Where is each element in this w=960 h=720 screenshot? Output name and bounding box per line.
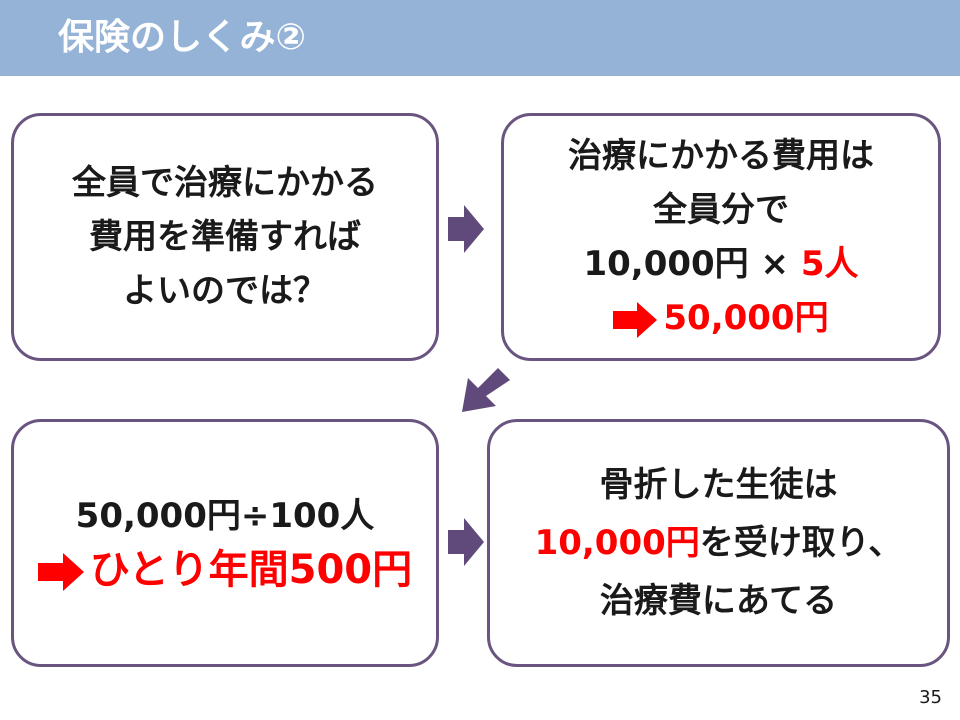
page-title: 保険のしくみ②: [58, 17, 306, 58]
box-per-person-result: ひとり年間500円: [37, 543, 413, 597]
formula-amount: 10,000円 ×: [583, 244, 801, 284]
per-person-amount: ひとり年間500円: [89, 547, 413, 593]
payout-line-2-rest: を受け取り、: [699, 523, 903, 563]
title-bar: 保険のしくみ②: [0, 0, 960, 76]
box-total-cost-line-1: 治療にかかる費用は: [568, 136, 874, 176]
box-payout-line-2: 10,000円を受け取り、: [535, 514, 903, 572]
red-right-arrow-icon: [37, 553, 84, 591]
box-total-cost: 治療にかかる費用は 全員分で 10,000円 × 5人 50,000円: [501, 113, 941, 361]
box-total-cost-formula: 10,000円 × 5人: [583, 237, 858, 291]
box-proposal: 全員で治療にかかる 費用を準備すれば よいのでは？: [11, 113, 439, 361]
down-left-arrow-icon: [462, 368, 510, 412]
formula-people: 5人: [800, 244, 859, 284]
box-per-person-formula: 50,000円÷100人: [75, 496, 375, 536]
box-proposal-line-1: 全員で治療にかかる: [72, 163, 378, 203]
box-payout-line-3: 治療費にあてる: [599, 581, 838, 621]
box-per-person: 50,000円÷100人 ひとり年間500円: [11, 419, 439, 667]
box-total-cost-line-2: 全員分で: [653, 190, 789, 230]
right-arrow-icon: [448, 205, 484, 253]
box-payout-line-1: 骨折した生徒は: [599, 465, 838, 505]
box-payout: 骨折した生徒は 10,000円を受け取り、 治療費にあてる: [487, 419, 950, 667]
payout-amount: 10,000円: [534, 523, 700, 563]
page-number: 35: [919, 687, 942, 708]
box-proposal-line-3: よいのでは？: [123, 271, 327, 311]
total-amount: 50,000円: [663, 298, 829, 338]
right-arrow-icon: [448, 518, 484, 566]
box-proposal-line-2: 費用を準備すれば: [89, 217, 361, 257]
box-total-cost-result: 50,000円: [613, 291, 829, 345]
red-right-arrow-icon: [613, 301, 658, 338]
